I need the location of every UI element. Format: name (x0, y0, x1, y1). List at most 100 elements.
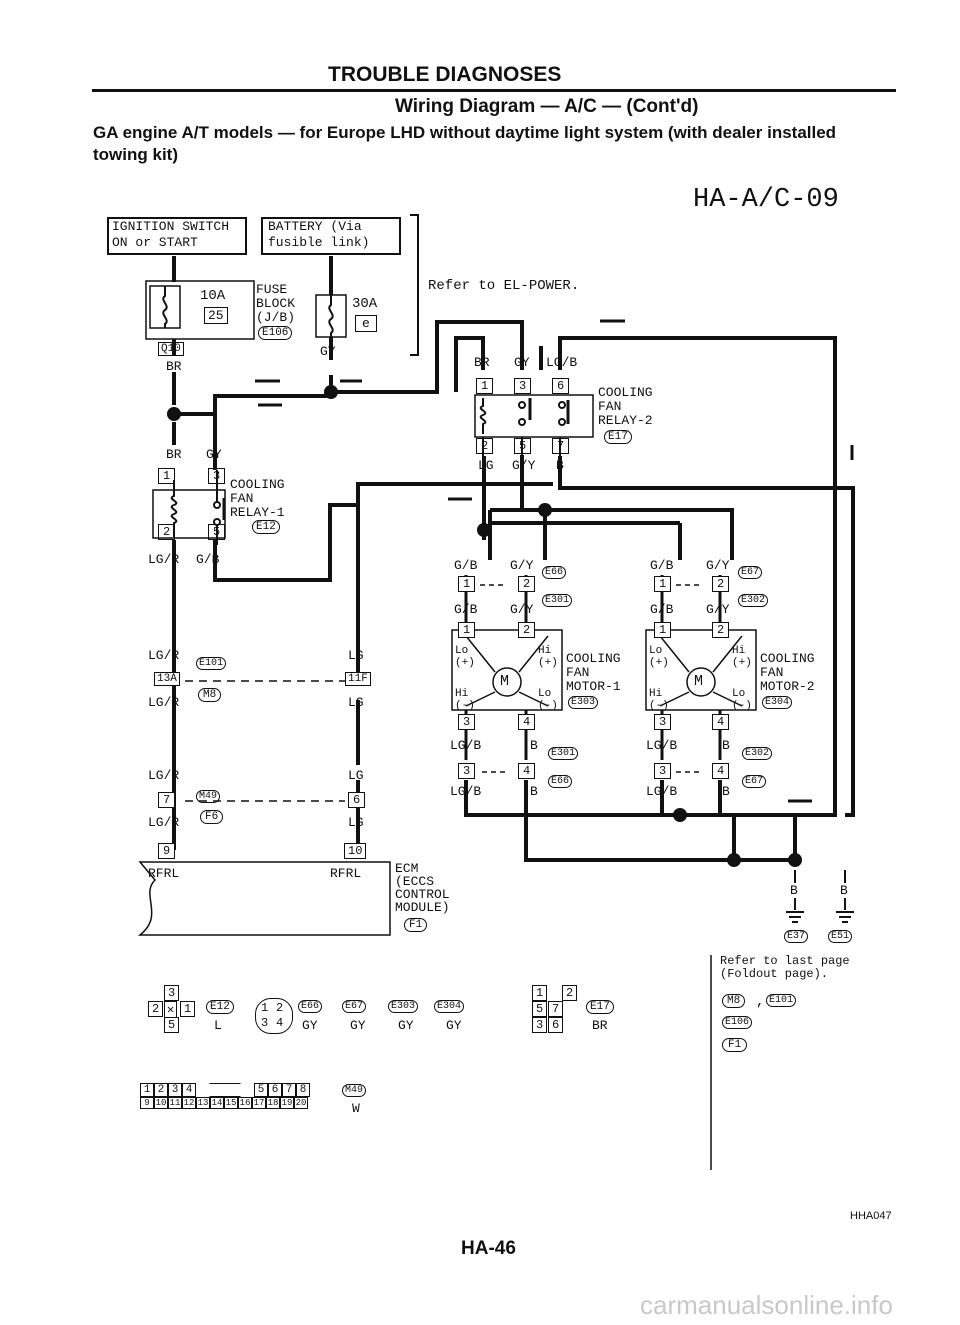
relay2-wire-gy: GY (514, 355, 530, 370)
c2-pin-r: 6 (348, 792, 366, 808)
ground-wire-b2: B (840, 883, 848, 898)
m1-pin-b1: 1 (458, 622, 476, 638)
v4-p6: 6 (268, 1083, 282, 1097)
m2-pin-c1: 3 (654, 714, 672, 730)
footer-code: HHA047 (850, 1210, 892, 1222)
ecm-pin-r: 10 (344, 843, 367, 859)
m1-wire-b: B (530, 738, 538, 753)
m2-conn-bot1: E302 (742, 747, 773, 760)
v2-color-1: GY (302, 1018, 318, 1033)
ground-wire-b1: B (790, 883, 798, 898)
battery-box (261, 217, 401, 255)
m1-pin-c2: 4 (518, 714, 536, 730)
v2-pin-3: 3 (261, 1016, 269, 1030)
relay1-conn: E12 (252, 520, 280, 534)
relay2-conn: E17 (604, 430, 632, 444)
v4-p17: 17 (252, 1097, 266, 1109)
c1-pin-l: 13A (154, 672, 180, 686)
m2-wire-b: B (722, 738, 730, 753)
v4-p10: 10 (154, 1097, 168, 1109)
refer-power-label: Refer to EL-POWER. (428, 278, 580, 294)
v2-conn-e66: E66 (298, 1000, 323, 1013)
v4-conn: M49 (342, 1084, 367, 1097)
motor1-box (451, 629, 563, 711)
m1-pin-b2: 2 (518, 622, 536, 638)
fuse-block-connector: E106 (258, 326, 293, 340)
refer-conn-e106: E106 (722, 1016, 753, 1029)
v4-p7: 7 (282, 1083, 296, 1097)
v2-conn-e303: E303 (388, 1000, 419, 1013)
page-description: GA engine A/T models — for Europe LHD wi… (93, 123, 837, 164)
m2-lo-plus: Lo(+) (649, 645, 669, 669)
br-wire-label: BR (166, 359, 182, 374)
v4-p11: 11 (168, 1097, 182, 1109)
v4-p14: 14 (210, 1097, 224, 1109)
m1-hi-plus: Hi(+) (538, 645, 558, 669)
m2-pin-b2: 2 (712, 622, 730, 638)
v1-color: L (214, 1018, 222, 1033)
v3-pin-2: 2 (562, 985, 578, 1001)
m2-pin-d2: 4 (712, 763, 730, 779)
connector-view-e66: 1 2 3 4 (255, 998, 293, 1034)
fuse1-no: 25 (204, 307, 228, 324)
m2-pin-d1: 3 (654, 763, 672, 779)
c2-conn-top: M49 (196, 790, 221, 803)
page-number: HA-46 (461, 1238, 516, 1259)
v4-lock (196, 1083, 254, 1097)
m2-wire-gb2: G/B (650, 602, 674, 617)
relay2-pin1: 1 (476, 378, 494, 394)
v2-pin-1: 1 (261, 1001, 269, 1015)
refer-bracket (410, 214, 419, 356)
motor2-symbol (686, 667, 716, 697)
motor2-box (645, 629, 757, 711)
m1-wire-lgb: LG/B (450, 738, 482, 753)
v4-p9: 9 (140, 1097, 154, 1109)
c1-conn-bot: M8 (198, 688, 222, 702)
m2-conn-top1: E67 (738, 566, 763, 579)
v3-pin-5: 5 (532, 1001, 548, 1017)
v2-conn-e304: E304 (434, 1000, 465, 1013)
v3-pin-6: 6 (548, 1017, 564, 1033)
fuse2-no: e (355, 315, 377, 332)
m2-pin-a2: 2 (712, 576, 730, 592)
ignition-switch-box (107, 217, 247, 255)
relay2-pin3: 3 (514, 378, 532, 394)
page-subtitle: Wiring Diagram — A/C — (Cont'd) (395, 96, 699, 117)
refer-comma: , (756, 994, 765, 1010)
ground-conn-e37: E37 (784, 930, 809, 943)
refer-conn-e101: E101 (766, 994, 797, 1007)
relay1-pin5: 5 (208, 524, 226, 540)
m2-wire-lgb: LG/B (646, 738, 678, 753)
relay2-wire-br: BR (474, 355, 490, 370)
fuse1-amp: 10A (200, 288, 226, 304)
c2-lg-bot: LG (348, 815, 364, 830)
m1-lo-minus: Lo(-) (538, 688, 558, 712)
watermark: carmanualsonline.info (640, 1290, 893, 1320)
motor2-conn: E304 (762, 696, 793, 709)
ecm-pin-l: 9 (158, 843, 176, 859)
page-title: TROUBLE DIAGNOSES (328, 63, 562, 86)
v1-conn: E12 (206, 1000, 234, 1014)
c1-lg-top: LG (348, 648, 364, 663)
v1-cross: ✕ (164, 1001, 178, 1018)
connector-view-m49: 1 2 3 4 5 6 7 8 9 10 11 12 13 14 15 16 1… (140, 1083, 310, 1109)
v2-pin-2: 2 (276, 1001, 284, 1015)
relay1-wire-br: BR (166, 447, 182, 462)
m2-wire-gb: G/B (650, 558, 674, 573)
c2-conn-bot: F6 (200, 810, 224, 824)
v4-row2: 9 10 11 12 13 14 15 16 17 18 19 20 (140, 1097, 310, 1109)
c1-pin-r: 11F (345, 672, 371, 686)
v4-p15: 15 (224, 1097, 238, 1109)
relay2-pin2: 2 (476, 438, 494, 454)
ecm-conn: F1 (404, 918, 428, 932)
m2-wire-gy2: G/Y (706, 602, 730, 617)
v4-color: W (352, 1101, 360, 1116)
relay2-pin5: 5 (514, 438, 532, 454)
